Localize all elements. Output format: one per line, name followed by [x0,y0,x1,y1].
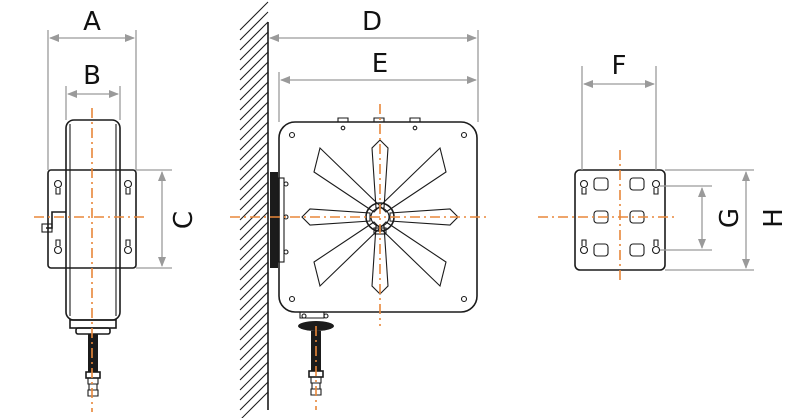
bracket-view: F G H [538,51,789,284]
wall-hatch-line [239,71,269,101]
side-outlet-base [69,319,117,329]
wall-hatch-line [239,361,269,391]
wall-hatch-line [239,61,269,91]
wall-hatch-line [239,251,269,281]
wall-hatch-line [239,1,269,31]
wall-hatch-line [239,31,269,61]
dimension-label-d: D [362,7,382,37]
wall-hatch-line [239,131,269,161]
wall-hatch-line [239,281,269,311]
wall-hatch-line [239,191,269,221]
wall-hatch-line [239,171,269,201]
wall-hatch-line [239,211,269,241]
front-view: D E [230,1,490,418]
front-wall-plate [270,172,278,268]
dimension-label-c: C [169,211,199,229]
wall-hatch-line [239,241,269,271]
wall-hatch-line [239,201,269,231]
wall-hatch-line [239,121,269,151]
side-view: A B C [34,7,199,412]
wall-hatch-line [239,301,269,331]
wall-hatch-line [239,91,269,121]
wall-hatch-line [239,351,269,381]
wall-hatch-line [239,51,269,81]
side-inlet-elbow [46,211,66,229]
dimension-label-f: F [612,51,627,81]
wall-hatch-line [239,21,269,51]
wall-hatch-line [241,391,269,418]
wall-hatch-line [239,151,269,181]
dimension-label-a: A [83,7,101,37]
side-hose [88,334,98,372]
wall-hatch-line [239,141,269,171]
wall-hatch-line [239,381,269,411]
side-hose-fitting [87,377,99,397]
dimension-label-h: H [759,208,789,228]
wall-hatch-line [239,291,269,321]
dimension-label-g: G [715,208,745,228]
wall-hatch-line [239,311,269,341]
wall-hatch-line [239,41,269,71]
side-keyholes [53,179,133,255]
wall-hatch-line [239,271,269,301]
dimension-label-b: B [83,61,101,91]
front-hose-fitting [310,376,322,396]
wall-hatching [239,1,269,418]
wall-hatch-line [239,111,269,141]
wall-hatch-line [239,261,269,291]
wall-hatch-line [239,221,269,251]
wall-hatch-line [239,181,269,211]
wall-hatch-line [239,231,269,261]
wall-hatch-line [239,321,269,351]
wall-hatch-line [239,331,269,361]
dimension-label-e: E [372,49,388,79]
bracket-keyholes [579,179,661,255]
wall-hatch-line [239,101,269,131]
side-reel-drum [65,119,121,321]
wall-hatch-line [239,371,269,401]
wall-hatch-line [239,341,269,371]
wall-hatch-line [239,11,269,41]
wall-hatch-line [239,161,269,191]
wall-hatch-line [239,81,269,111]
